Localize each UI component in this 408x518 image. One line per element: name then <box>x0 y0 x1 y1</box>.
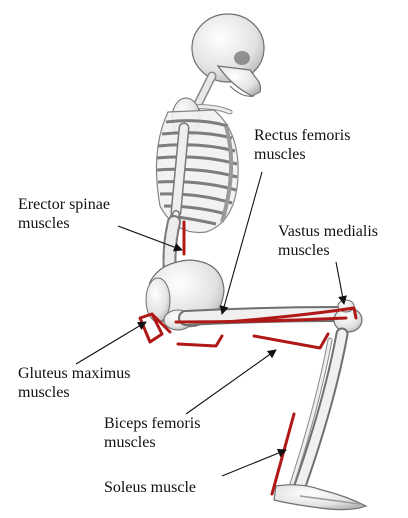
vastus-medialis-label-line2: muscles <box>278 241 378 260</box>
rectus-femoris-label-line1: Rectus femoris <box>254 126 350 145</box>
vastus-medialis-arrow <box>336 262 344 304</box>
biceps-femoris-label: Biceps femoris muscles <box>104 414 200 452</box>
rectus-femoris-label-line2: muscles <box>254 145 350 164</box>
vastus-medialis-label-line1: Vastus medialis <box>278 222 378 241</box>
soleus-label: Soleus muscle <box>104 478 196 497</box>
skull <box>192 14 264 96</box>
erector-spinae-label-line1: Erector spinae <box>18 195 110 214</box>
soleus-arrow <box>222 450 286 476</box>
soleus-label-line1: Soleus muscle <box>104 478 196 497</box>
rectus-femoris-label: Rectus femoris muscles <box>254 126 350 164</box>
lower-leg-bones <box>292 334 342 486</box>
biceps-femoris-label-line1: Biceps femoris <box>104 414 200 433</box>
rib-cage <box>156 110 238 232</box>
cervical-spine <box>196 76 212 108</box>
erector-spinae-label-line2: muscles <box>18 214 110 233</box>
gluteus-maximus-label-line2: muscles <box>18 383 130 402</box>
gluteus-maximus-label: Gluteus maximus muscles <box>18 364 130 402</box>
vastus-medialis-label: Vastus medialis muscles <box>278 222 378 260</box>
biceps-femoris-arrow <box>186 350 276 414</box>
biceps-femoris-label-line2: muscles <box>104 433 200 452</box>
biceps-femoris-muscle <box>178 334 328 348</box>
erector-spinae-label: Erector spinae muscles <box>18 195 110 233</box>
gluteus-maximus-label-line1: Gluteus maximus <box>18 364 130 383</box>
gluteus-maximus-arrow <box>76 322 146 364</box>
foot-bones <box>274 485 366 510</box>
